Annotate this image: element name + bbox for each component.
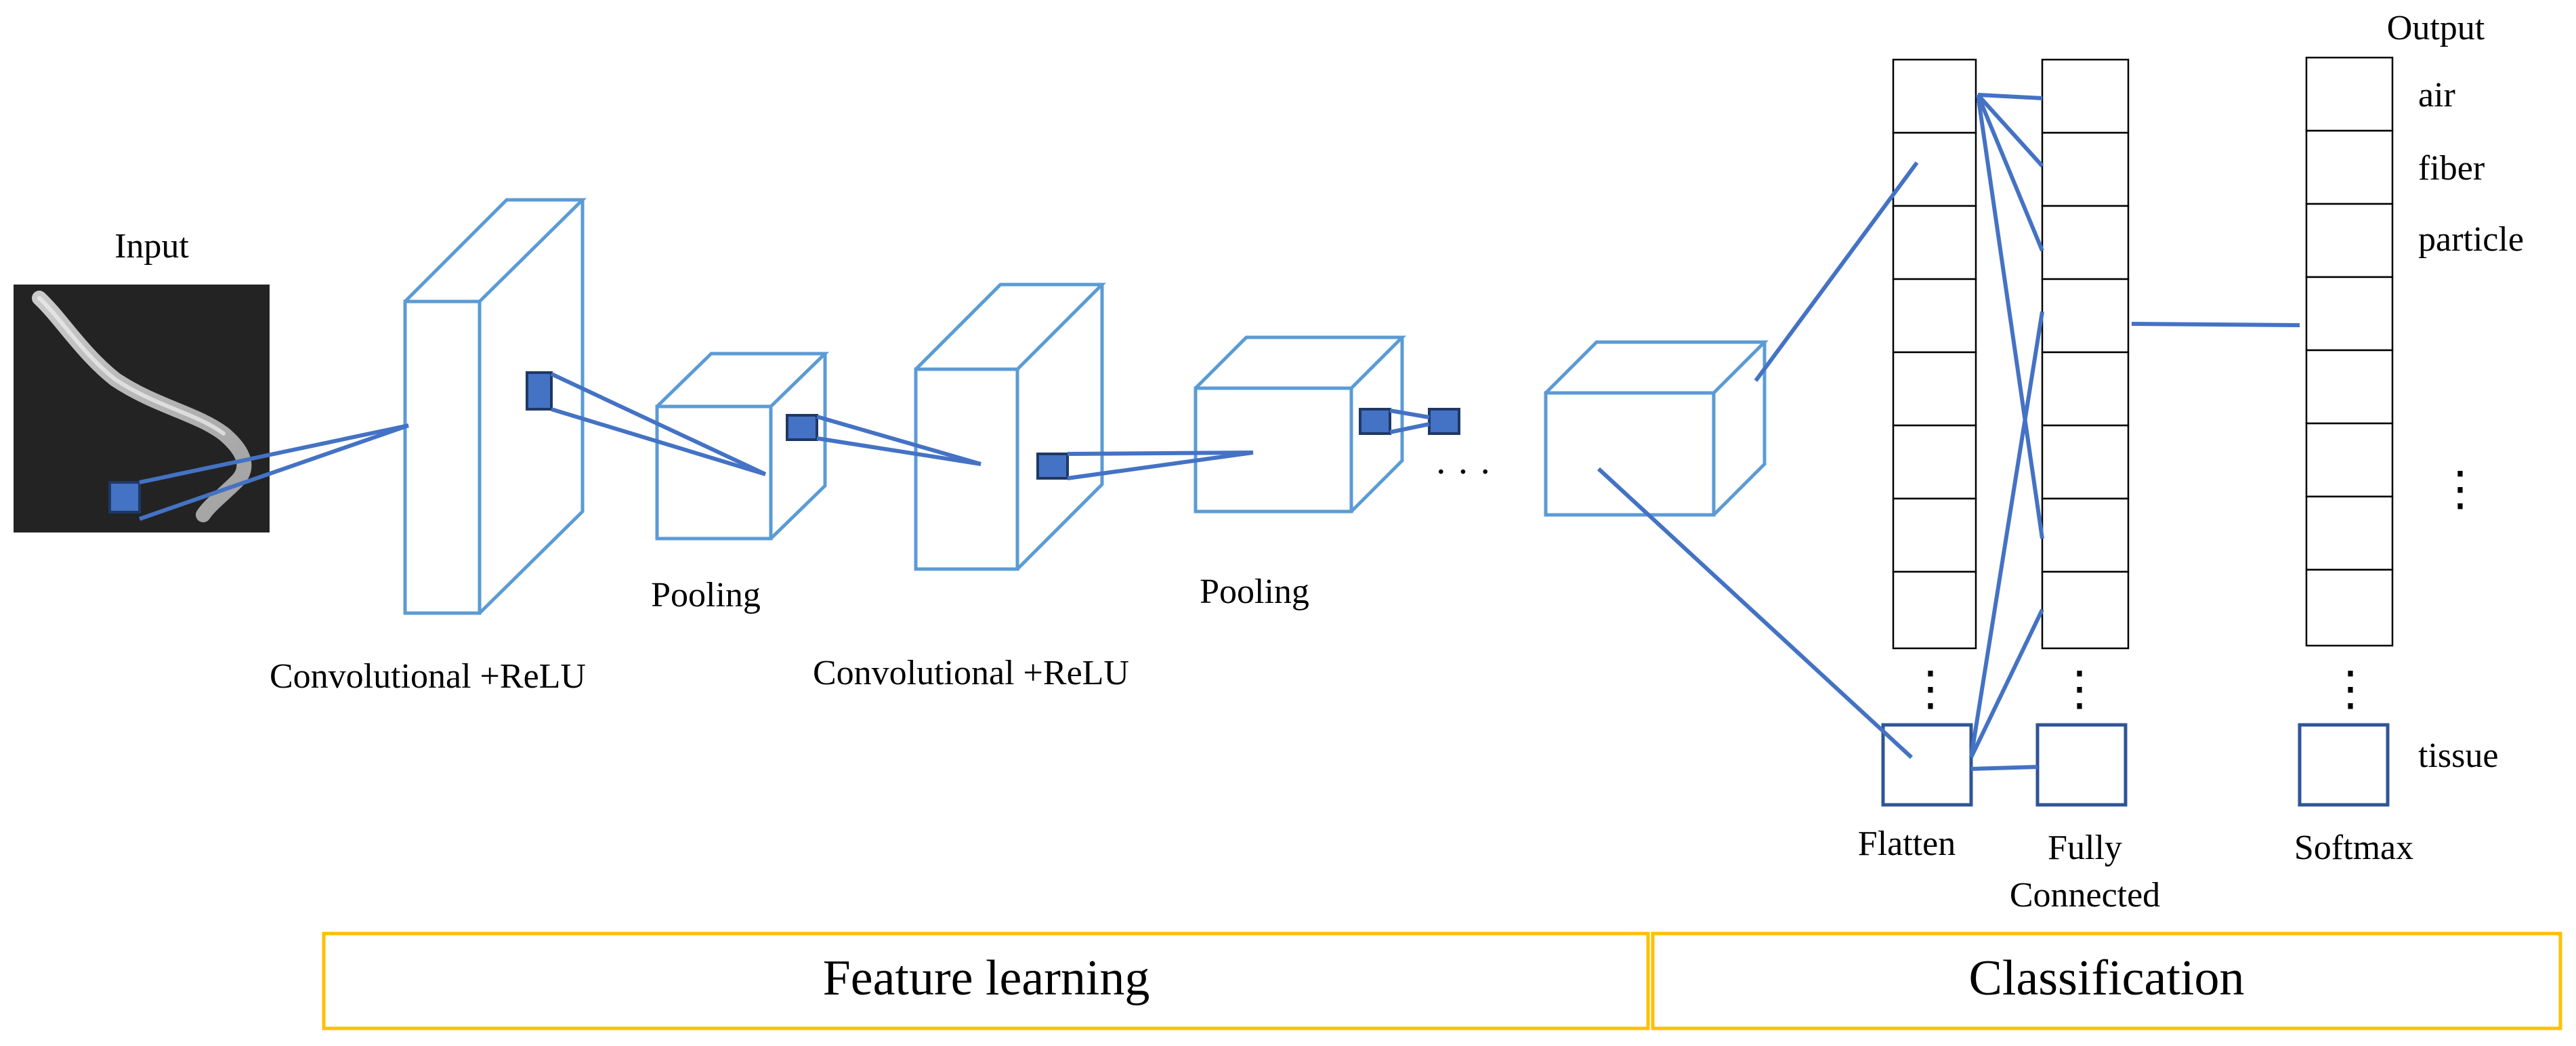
volume-to-flatten-line-bottom — [1597, 467, 1914, 759]
pool2-patch-link-top — [1389, 409, 1430, 419]
conv1-to-pool1-line-bottom — [551, 407, 766, 476]
fc-last-cell — [2035, 723, 2128, 807]
conv2-to-pool2-line-top — [1067, 451, 1254, 456]
conv2-volume — [914, 283, 1107, 571]
softmax-label: Softmax — [2294, 829, 2413, 867]
output-class-fiber: fiber — [2418, 149, 2485, 188]
flatten-vertical-ellipsis: ⋮ — [1907, 663, 1954, 715]
softmax-column — [2305, 56, 2394, 647]
output-label: Output — [2387, 9, 2485, 47]
output-class-particle: particle — [2418, 220, 2524, 259]
softmax-vertical-ellipsis: ⋮ — [2327, 663, 2374, 715]
pool2-patch-a — [1359, 408, 1391, 435]
conv1-to-pool1-line-top — [550, 372, 767, 476]
fc-vertical-ellipsis: ⋮ — [2056, 663, 2103, 715]
fc-label-line2: Connected — [2010, 876, 2160, 915]
input-label: Input — [114, 227, 189, 266]
fc-label-line1: Fully — [2048, 829, 2122, 867]
final-feature-volume — [1544, 340, 1769, 517]
feature-learning-label: Feature learning — [823, 950, 1150, 1006]
input-patch — [108, 481, 141, 514]
classification-label: Classification — [1969, 950, 2245, 1006]
pool1-to-conv2-line-bottom — [816, 436, 981, 466]
pool1-label: Pooling — [651, 576, 761, 614]
conv2-patch — [1036, 453, 1069, 480]
input-to-conv1-line-top — [139, 423, 409, 484]
pool2-label: Pooling — [1200, 572, 1309, 611]
fc-to-softmax-line — [2131, 322, 2300, 327]
classification-banner — [1651, 932, 2562, 1030]
flatten-column — [1892, 58, 1977, 650]
conv2-label: Convolutional +ReLU — [813, 654, 1129, 692]
flatten-to-fc-links — [1969, 93, 2044, 771]
pool1-to-conv2-line-top — [816, 415, 981, 466]
pool1-patch — [786, 414, 818, 441]
output-class-tissue: tissue — [2418, 736, 2498, 775]
flatten-label: Flatten — [1858, 824, 1956, 863]
flatten-last-cell — [1881, 723, 1973, 807]
fully-connected-column — [2041, 58, 2130, 650]
feature-learning-banner — [322, 932, 1650, 1030]
conv1-patch — [526, 371, 553, 411]
pool2-patch-link-bottom — [1389, 422, 1430, 434]
layers-ellipsis: · · · — [1435, 451, 1492, 493]
pool2-volume — [1194, 335, 1407, 514]
output-vertical-ellipsis: ⋮ — [2436, 463, 2484, 516]
conv1-label: Convolutional +ReLU — [270, 657, 586, 696]
input-image — [14, 285, 270, 532]
pool2-patch-b — [1428, 408, 1460, 435]
output-class-air: air — [2418, 76, 2455, 114]
conv1-volume — [403, 198, 587, 615]
pool1-volume — [655, 352, 830, 541]
input-to-conv1-line-bottom — [139, 423, 409, 521]
conv2-to-pool2-line-bottom — [1067, 451, 1254, 480]
volume-to-flatten-line-top — [1754, 161, 1919, 382]
softmax-last-cell — [2298, 723, 2390, 807]
